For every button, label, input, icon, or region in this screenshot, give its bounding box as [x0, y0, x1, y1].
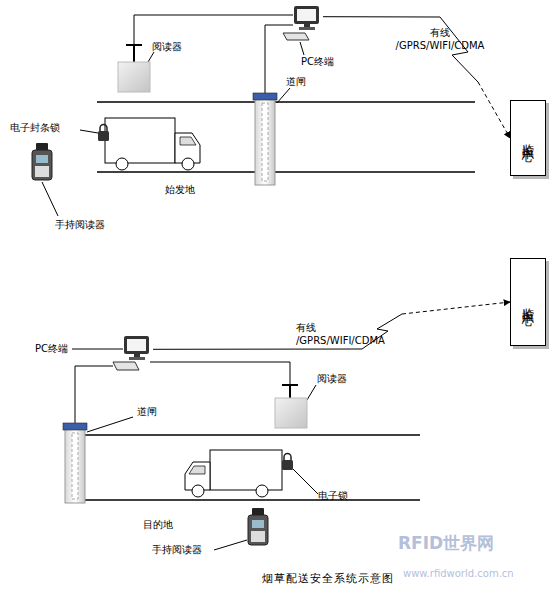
keyboard-symbol: [283, 33, 309, 40]
node-label: PC终端: [35, 343, 68, 355]
gate-post: [255, 97, 275, 185]
road-line: [75, 499, 420, 500]
wire: [75, 366, 113, 423]
pc-terminal: PC终端: [123, 335, 153, 361]
road-line: [85, 434, 420, 435]
truck-wheel: [182, 158, 194, 170]
part-label: 电子封条锁: [10, 122, 60, 134]
connector-dashed: [402, 302, 510, 314]
pc-terminal: PC终端: [293, 5, 323, 31]
lock-symbol: [98, 131, 109, 141]
leader-line: [292, 468, 318, 494]
node-label: 监控中心: [521, 298, 535, 306]
node-label: PC终端: [301, 56, 334, 68]
lock-symbol: [282, 460, 293, 470]
part-label: 阅读器: [152, 41, 182, 53]
antenna: [289, 385, 291, 398]
handheld-screen: [36, 155, 48, 163]
truck-wheel: [256, 485, 268, 497]
connector-dashed: [478, 82, 510, 138]
pc-monitor: [123, 335, 153, 361]
gate-bar: [72, 433, 78, 499]
monitor-frame: [294, 6, 319, 24]
monitor-frame: [124, 336, 149, 354]
truck-wheel: [116, 158, 128, 170]
leader-line: [80, 130, 98, 133]
truck-window: [180, 137, 196, 145]
truck-container: [105, 118, 175, 163]
connector: [323, 17, 510, 138]
antenna: [133, 45, 135, 62]
leader-line: [87, 417, 133, 432]
part-label: 始发地: [165, 184, 195, 196]
wire: [134, 15, 293, 45]
watermark: RFID世界网: [398, 533, 494, 553]
leader-line: [307, 385, 316, 400]
leader-line: [148, 52, 154, 62]
part-label: 手持阅读器: [152, 544, 202, 556]
part-label: 道闸: [286, 76, 306, 88]
monitor-base: [299, 27, 315, 30]
part-label: 阅读器: [317, 373, 347, 385]
leader-line: [300, 42, 304, 55]
gate-cap: [253, 93, 277, 100]
connector: [153, 302, 510, 349]
handheld-screen: [252, 520, 264, 528]
node-label: 监控中心: [521, 134, 535, 142]
handheld-keypad: [251, 531, 265, 542]
leader-line: [214, 540, 247, 550]
road-line: [97, 101, 475, 102]
pc-monitor: [293, 5, 323, 31]
truck-container: [210, 450, 282, 490]
connector-label: 有线 /GPRS/WIFI/CDMA: [388, 26, 492, 52]
connector-label: 有线 /GPRS/WIFI/CDMA: [296, 321, 400, 347]
monitor-center-box: 监控中心: [510, 258, 546, 346]
handheld-reader: [248, 515, 268, 545]
gate-bar: [262, 103, 268, 181]
handheld-reader: [32, 150, 52, 180]
truck-wheel: [192, 485, 204, 497]
watermark-url: www.rfidworld.com.cn: [403, 567, 514, 580]
part-label: 手持阅读器: [55, 219, 105, 231]
gate-cap: [63, 423, 87, 430]
connector-line: [323, 17, 478, 82]
lock-shackle: [284, 454, 291, 461]
leader-line: [72, 349, 123, 350]
monitor-center-box: 监控中心: [510, 100, 546, 176]
monitor-neck: [134, 354, 140, 357]
part-label: 目的地: [143, 519, 173, 531]
wire: [150, 362, 290, 385]
keyboard-symbol: [113, 362, 139, 370]
reader-symbol: [118, 62, 150, 92]
lock-shackle: [100, 125, 107, 132]
leader-line: [277, 88, 290, 103]
part-label: 道闸: [137, 406, 157, 418]
reader-symbol: [275, 398, 307, 428]
monitor-screen: [127, 339, 146, 351]
monitor-base: [129, 357, 145, 360]
connector-line: [153, 314, 402, 349]
part-label: 电子锁: [318, 490, 348, 502]
gate-post: [65, 427, 85, 503]
truck-window: [189, 466, 205, 474]
leader-line: [42, 182, 58, 216]
road-line: [97, 171, 475, 172]
handheld-keypad: [35, 166, 49, 177]
monitor-neck: [304, 24, 310, 27]
caption: 烟草配送安全系统示意图: [262, 571, 394, 586]
monitor-screen: [297, 9, 316, 21]
